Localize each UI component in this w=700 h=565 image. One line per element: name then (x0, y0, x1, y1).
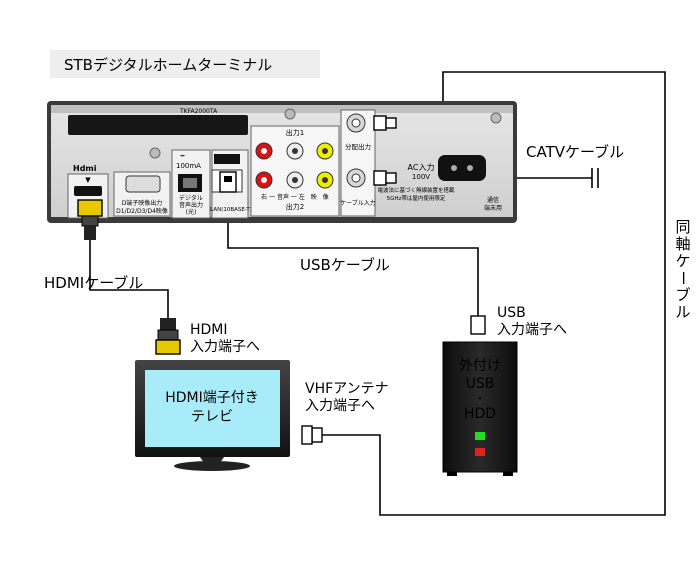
hdd-label-line1: 外付け (459, 358, 501, 374)
tv-label-line2: テレビ (191, 409, 233, 425)
stb-device: TKFA2000TA Hdmi ▼ D端子映像出力 D1/D2/D3/D4映像 … (47, 101, 517, 223)
external-hdd: 外付け USB ・ HDD (442, 341, 518, 476)
hdd-label-line2: USB (466, 376, 495, 392)
svg-text:(光): (光) (186, 208, 197, 216)
svg-text:100mA: 100mA (176, 162, 201, 170)
diagram-title: STBデジタルホームターミナル (64, 56, 272, 74)
coax-plug-split (373, 115, 397, 131)
title-box: STBデジタルホームターミナル (50, 50, 320, 78)
svg-text:D1/D2/D3/D4映像: D1/D2/D3/D4映像 (116, 207, 168, 215)
svg-text:ケーブル入力: ケーブル入力 (340, 199, 376, 207)
coax-label-char: ー (674, 270, 692, 285)
svg-text:・: ・ (475, 394, 485, 405)
hdmi-cable (89, 240, 169, 318)
usb-input-label-1: USB (497, 305, 526, 321)
svg-text:音声出力: 音声出力 (179, 201, 203, 209)
svg-text:100V: 100V (412, 173, 430, 181)
usb-cable-label: USBケーブル (300, 256, 390, 274)
vhf-input-label-2: 入力端子へ (305, 398, 375, 414)
svg-text:▼: ▼ (85, 176, 91, 184)
svg-text:D端子映像出力: D端子映像出力 (122, 199, 163, 207)
coax-label-char: ル (675, 303, 690, 321)
output1-label: 出力1 (286, 128, 304, 137)
catv-cable-label: CATVケーブル (526, 143, 624, 161)
output2-label: 出力2 (286, 202, 304, 211)
av-jacks-row1 (255, 142, 334, 160)
hdd-led-green (475, 432, 485, 440)
hdd-led-red (475, 448, 485, 456)
svg-text:電波法に基づく無線装置を搭載: 電波法に基づく無線装置を搭載 (377, 186, 455, 194)
model-label: TKFA2000TA (179, 108, 218, 115)
svg-text:5GHz帯は屋内使用限定: 5GHz帯は屋内使用限定 (387, 194, 446, 202)
coax-plug-cable-in (373, 170, 397, 186)
hdd-label-line4: HDD (464, 406, 496, 422)
ac-inlet (438, 155, 486, 181)
av-jacks-row2 (255, 171, 334, 189)
coax-plug-tv (301, 425, 323, 445)
coax-label-char: 同 (675, 218, 690, 236)
hdmi-cable-label: HDMIケーブル (44, 274, 143, 292)
hdmi-logo: Hdmi (73, 164, 97, 173)
svg-text:分配出力: 分配出力 (345, 142, 371, 151)
usb-plug-stb (219, 171, 237, 193)
catv-terminal-icon (591, 168, 599, 188)
svg-text:デジタル: デジタル (179, 194, 203, 202)
svg-text:LAN(10BASE-T): LAN(10BASE-T) (210, 207, 252, 213)
svg-text:AC入力: AC入力 (408, 162, 435, 172)
hdmi-plug-tv (155, 318, 181, 355)
usb-input-label-2: 入力端子へ (497, 322, 567, 338)
hdmi-input-label-1: HDMI (190, 322, 228, 338)
usb-icon: ⭼ (180, 152, 185, 160)
tv: HDMI端子付き テレビ (135, 360, 290, 471)
tv-label-line1: HDMI端子付き (165, 390, 259, 406)
svg-text:通信: 通信 (487, 196, 499, 204)
svg-text:右 一 音声 一 左 映 像: 右 一 音声 一 左 映 像 (261, 193, 329, 201)
vhf-input-label-1: VHFアンテナ (305, 381, 389, 397)
tv-screen (145, 370, 280, 447)
d-terminal-port (125, 175, 161, 193)
coax-label-char: ケ (675, 252, 690, 270)
svg-text:端末用: 端末用 (484, 204, 502, 212)
hdmi-port (74, 186, 102, 196)
coax-label-char: 軸 (675, 235, 690, 253)
usb-plug-hdd (470, 315, 486, 335)
coax-label-char: ブ (675, 286, 690, 304)
tv-stand (174, 461, 250, 471)
hdmi-plug-stb (77, 199, 103, 240)
usb-port (214, 154, 240, 164)
hdmi-input-label-2: 入力端子へ (190, 339, 260, 355)
